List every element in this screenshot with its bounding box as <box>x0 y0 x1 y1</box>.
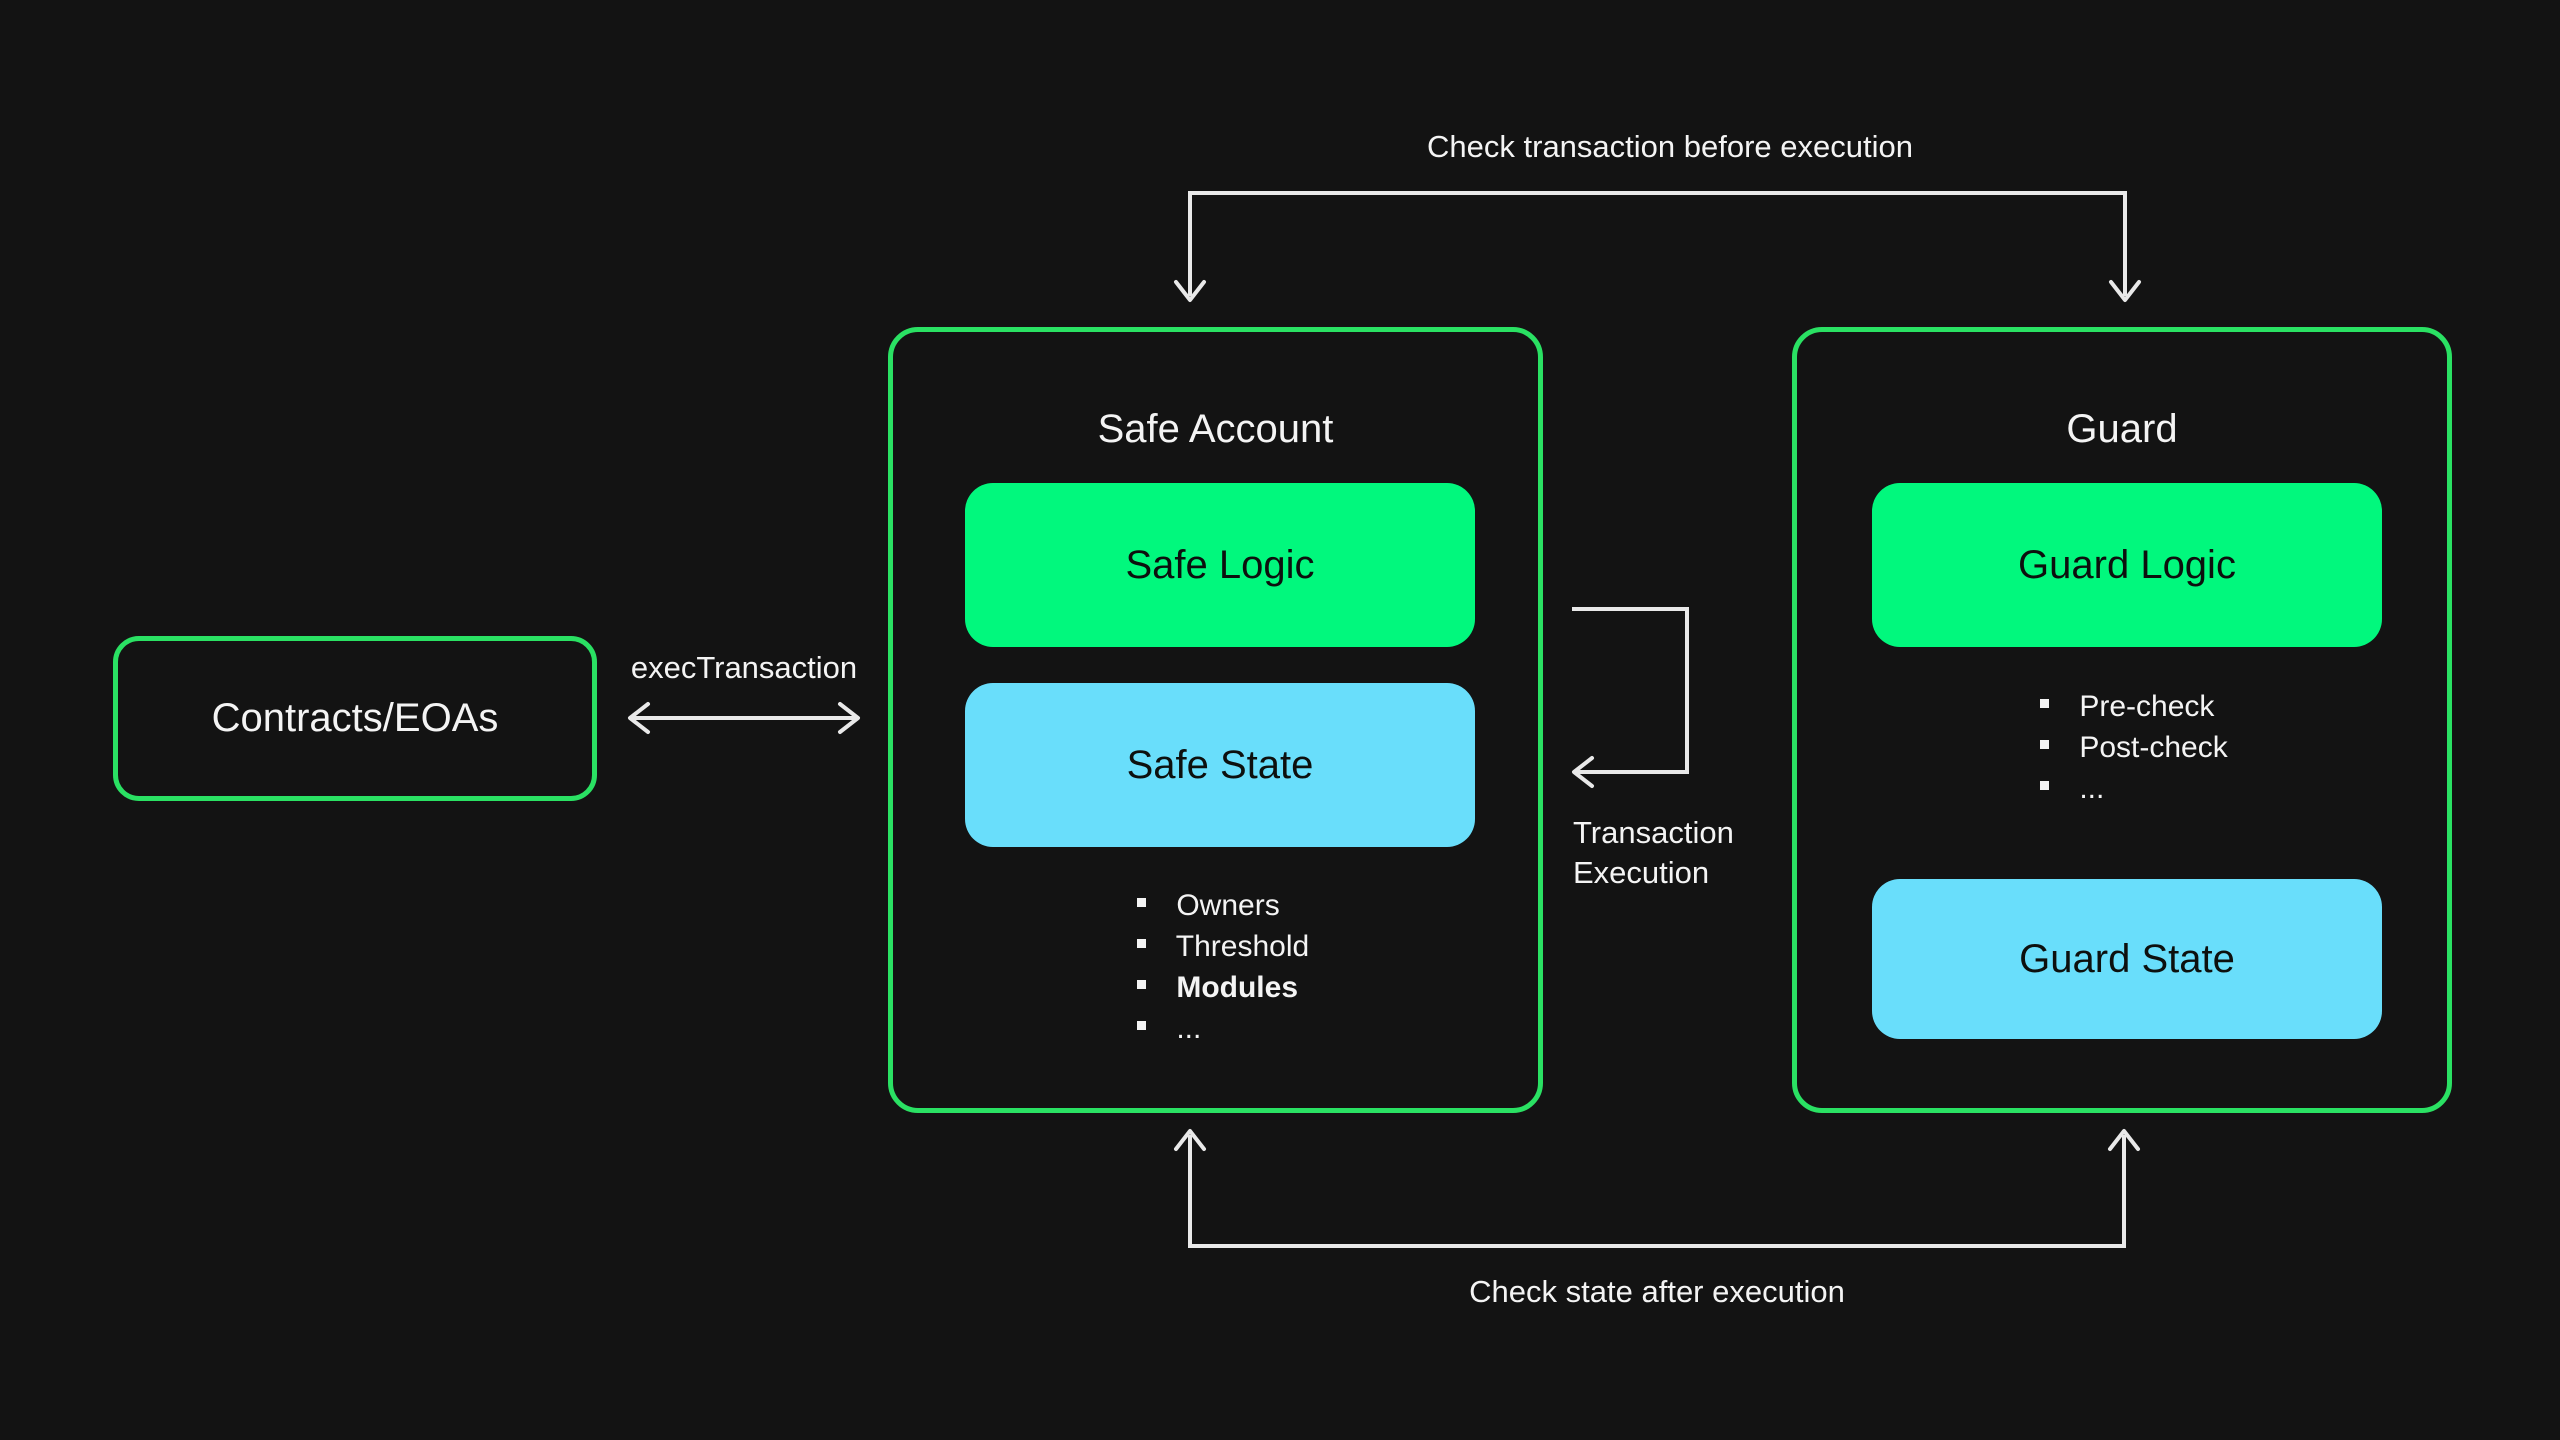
safe-logic-box: Safe Logic <box>965 483 1475 647</box>
list-item: Pre-check <box>2040 686 2228 727</box>
square-bullet-icon <box>1137 898 1146 907</box>
list-item-label: Modules <box>1176 971 1299 1004</box>
guard-logic-box: Guard Logic <box>1872 483 2382 647</box>
safe-state-label: Safe State <box>1126 742 1314 787</box>
safe-account-title: Safe Account <box>1097 407 1334 451</box>
bottom-connector-line <box>1188 1135 2126 1248</box>
up-arrowhead-right-icon <box>2108 1129 2140 1151</box>
safe-state-properties-list: Owners Threshold Modules ... <box>1137 885 1309 1049</box>
list-item-label: ... <box>2079 772 2105 805</box>
square-bullet-icon <box>1137 980 1146 989</box>
transaction-execution-label: Transaction Execution <box>1573 813 1734 893</box>
list-item: Post-check <box>2040 727 2228 768</box>
list-item-label: Owners <box>1176 889 1280 922</box>
list-item: Threshold <box>1137 926 1309 967</box>
guard-title: Guard <box>2066 407 2178 451</box>
list-item: Modules <box>1137 967 1309 1008</box>
guard-logic-label: Guard Logic <box>2018 542 2236 587</box>
loop-arrowhead-icon <box>1572 756 1594 788</box>
list-item-label: Pre-check <box>2079 690 2215 723</box>
list-item-label: ... <box>1176 1012 1202 1045</box>
list-item: Owners <box>1137 885 1309 926</box>
contracts-eoas-box: Contracts/EOAs <box>113 636 597 801</box>
right-arrowhead-icon <box>838 702 860 734</box>
transaction-execution-loop-line <box>1572 607 1689 774</box>
exec-transaction-label: execTransaction <box>630 650 858 685</box>
list-item: ... <box>2040 768 2228 809</box>
transaction-execution-label-line2: Execution <box>1573 855 1710 890</box>
guard-box: Guard Guard Logic Pre-check Post-check .… <box>1792 327 2452 1113</box>
square-bullet-icon <box>1137 1021 1146 1030</box>
down-arrowhead-right-icon <box>2109 280 2141 302</box>
up-arrowhead-left-icon <box>1174 1129 1206 1151</box>
down-arrowhead-left-icon <box>1174 280 1206 302</box>
square-bullet-icon <box>2040 781 2049 790</box>
guard-state-box: Guard State <box>1872 879 2382 1039</box>
square-bullet-icon <box>2040 699 2049 708</box>
guard-checks-list: Pre-check Post-check ... <box>2040 686 2228 809</box>
list-item: ... <box>1137 1008 1309 1049</box>
safe-logic-label: Safe Logic <box>1125 542 1315 587</box>
check-after-execution-label: Check state after execution <box>1469 1274 1845 1309</box>
check-before-execution-label: Check transaction before execution <box>1427 129 1913 164</box>
guard-state-label: Guard State <box>2019 936 2235 981</box>
square-bullet-icon <box>1137 939 1146 948</box>
square-bullet-icon <box>2040 740 2049 749</box>
safe-state-box: Safe State <box>965 683 1475 847</box>
transaction-execution-label-line1: Transaction <box>1573 815 1734 850</box>
list-item-label: Post-check <box>2079 731 2228 764</box>
top-connector-line <box>1188 191 2127 296</box>
contracts-eoas-label: Contracts/EOAs <box>211 696 499 740</box>
list-item-label: Threshold <box>1175 930 1310 963</box>
left-arrowhead-icon <box>628 702 650 734</box>
safe-account-box: Safe Account Safe Logic Safe State Owner… <box>888 327 1543 1113</box>
